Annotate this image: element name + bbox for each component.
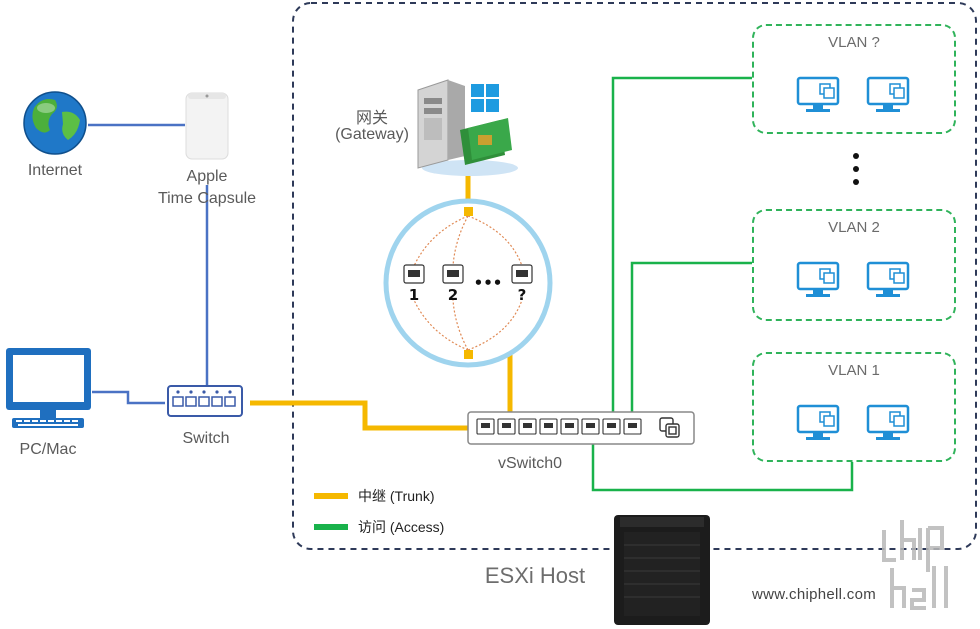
vm-icon [866,404,910,440]
legend-access-label: 访问 (Access) [358,519,445,535]
port-label-dots: ••• [474,274,503,292]
legend-trunk-label: 中继 (Trunk) [358,488,435,504]
internet-label: Internet [27,162,83,179]
gateway-label-line2: (Gateway) [335,126,409,143]
port-label-1: 1 [409,286,419,304]
switch-icon [167,385,243,417]
esxi-host-label: ESXi Host [484,563,586,588]
port-icon-unknown [511,264,533,284]
port-label-unknown: ? [518,286,527,304]
vm-icon [866,76,910,112]
pc-label: PC/Mac [19,441,77,458]
port-label-2: 2 [448,286,458,304]
globe-icon [23,91,87,155]
capsule-label-line1: Apple [186,168,228,185]
vm-icon [796,76,840,112]
lan-links [88,123,209,405]
time-capsule-icon [185,92,229,160]
watermark-url: www.chiphell.com [752,586,877,603]
vswitch-icon [467,411,695,445]
vlan-title: VLAN 1 [828,362,880,379]
vlan-box-1: VLAN 1 [752,352,956,462]
more-vlans-ellipsis [853,153,859,185]
vlan-title: VLAN 2 [828,219,880,236]
vm-icon [866,261,910,297]
switch-label: Switch [182,430,230,447]
vlan-box-2: VLAN 2 [752,209,956,321]
esxi-host-hardware-icon [614,515,710,625]
vlan-box-unknown: VLAN ? [752,24,956,134]
legend-access: 访问 (Access) [314,517,444,537]
port-icon-2 [442,264,464,284]
port-zoom-circle [383,198,553,368]
legend-trunk: 中继 (Trunk) [314,486,434,506]
esxi-host-frame [292,2,977,550]
vswitch-label: vSwitch0 [497,455,563,472]
port-icon-1 [403,264,425,284]
chiphell-watermark-logo [882,520,948,610]
legend-access-swatch [314,524,348,530]
gateway-label-line1: 网关 [355,110,388,127]
gateway-server-icon [417,79,518,176]
capsule-label-line2: Time Capsule [157,190,257,207]
pc-monitor-icon [6,348,91,428]
legend-trunk-swatch [314,493,348,499]
vm-icon [796,404,840,440]
access-links [591,76,854,492]
vm-icon [796,261,840,297]
vlan-title: VLAN ? [828,34,880,51]
